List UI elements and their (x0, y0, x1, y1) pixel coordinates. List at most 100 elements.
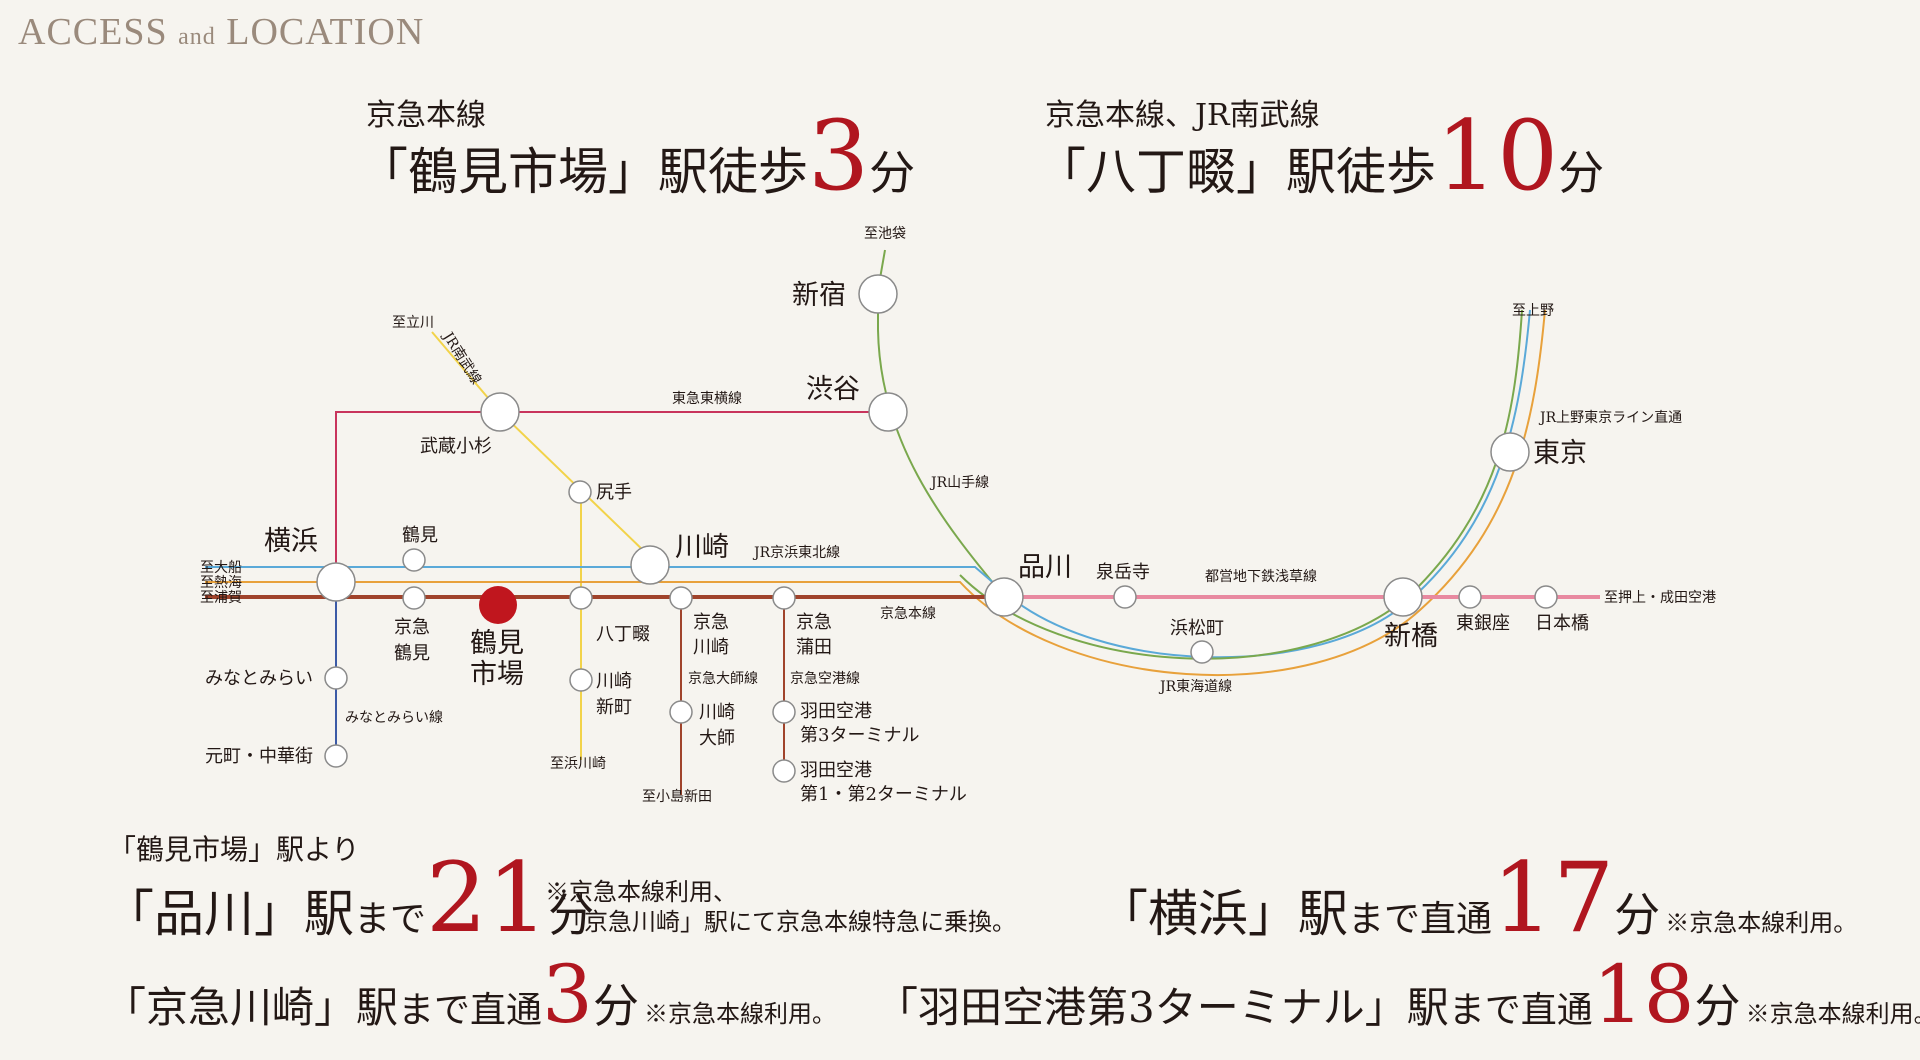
time-shinagawa: 「品川」駅まで21分 (104, 850, 594, 946)
station-keikyukamata (772, 586, 796, 610)
dir-tachikawa: 至立川 (392, 315, 434, 331)
name-haneda12-2: 第1・第2ターミナル (800, 784, 967, 805)
time-haneda-prefix: 「羽田空港第3ターミナル」駅 (876, 983, 1449, 1032)
name-keikyukawasaki-1: 京急 (693, 612, 729, 633)
time-yokohama-prefix: 「横浜」駅 (1098, 885, 1348, 943)
dir-oshiage: 至押上・成田空港 (1604, 590, 1716, 606)
name-motomachi: 元町・中華街 (205, 746, 313, 767)
name-sengakuji: 泉岳寺 (1096, 562, 1150, 583)
name-musashikosugi: 武蔵小杉 (420, 436, 492, 457)
name-minatomirai: みなとみらい (205, 668, 313, 689)
station-minatomirai (324, 666, 348, 690)
station-yokohama (316, 562, 356, 602)
name-kawasakidaishi-1: 川崎 (699, 702, 735, 723)
station-musashikosugi (480, 392, 520, 432)
name-shitte: 尻手 (596, 482, 632, 503)
time-keikyukawasaki-unit: 分 (592, 979, 639, 1033)
label-jr-keihin-tohoku: JR京浜東北線 (752, 545, 840, 561)
time-shinagawa-num: 21 (426, 842, 549, 954)
name-tsurumi: 鶴見 (402, 525, 438, 546)
name-keikyukamata-1: 京急 (796, 612, 832, 633)
title-access: ACCESS (18, 11, 168, 53)
name-yokohama: 横浜 (264, 526, 318, 557)
name-higashiginza: 東銀座 (1456, 613, 1510, 634)
time-keikyukawasaki-note: ※京急本線利用。 (644, 1000, 837, 1028)
station-shinagawa (984, 577, 1024, 617)
station-hatchonawate (569, 586, 593, 610)
label-minatomirai: みなとみらい線 (345, 710, 443, 726)
time-yokohama-made: まで直通 (1348, 899, 1493, 940)
name-tsurumiichiba-2: 市場 (470, 659, 524, 690)
label-tokyu-toyoko: 東急東横線 (672, 391, 742, 407)
headline-left-line: 京急本線 (366, 98, 486, 133)
station-tokyo (1490, 432, 1530, 472)
name-kawasakishinmachi-2: 新町 (596, 697, 632, 718)
time-yokohama: 「横浜」駅まで直通17分 ※京急本線利用。 (1098, 850, 1857, 946)
time-haneda-unit: 分 (1694, 979, 1741, 1033)
station-kawasakidaishi (669, 700, 693, 724)
dir-ueno: 至上野 (1512, 303, 1554, 319)
name-keikyu-tsurumi-2: 鶴見 (394, 643, 430, 664)
headline-left: 「鶴見市場」駅徒歩3分 (358, 108, 915, 204)
from-tsurumiichiba: 「鶴見市場」駅より (108, 833, 360, 866)
dir-ofuna: 至大船 (200, 560, 242, 576)
station-haneda3 (772, 700, 796, 724)
label-jr-yamanote: JR山手線 (929, 475, 989, 491)
name-hatchonawate: 八丁畷 (596, 624, 650, 645)
page-title: ACCESS and LOCATION (18, 10, 424, 54)
station-kawasakishinmachi (569, 668, 593, 692)
time-yokohama-num: 17 (1492, 842, 1615, 954)
name-shimbashi: 新橋 (1384, 621, 1438, 652)
title-and: and (178, 24, 216, 50)
dir-ikebukuro: 至池袋 (864, 226, 906, 242)
headline-left-prefix: 「鶴見市場」駅徒歩 (358, 143, 808, 201)
headline-right-num: 10 (1436, 100, 1559, 212)
station-shitte (568, 480, 592, 504)
name-tokyo: 東京 (1533, 438, 1587, 469)
station-shibuya (868, 392, 908, 432)
time-yokohama-unit: 分 (1614, 888, 1661, 942)
station-shimbashi (1383, 577, 1423, 617)
label-keikyu-main: 京急本線 (880, 606, 936, 622)
time-shinagawa-note1: ※京急本線利用、 (545, 878, 737, 906)
station-tsurumiichiba (479, 586, 517, 624)
name-keikyukamata-2: 蒲田 (796, 637, 832, 658)
station-haneda12 (772, 759, 796, 783)
jr-yamanote-line (877, 249, 1005, 597)
name-shinagawa: 品川 (1018, 552, 1072, 583)
name-kawasaki: 川崎 (675, 532, 729, 563)
label-keikyu-airport: 京急空港線 (790, 671, 860, 687)
headline-left-unit: 分 (869, 146, 916, 200)
station-nihombashi (1534, 585, 1558, 609)
time-shinagawa-unit: 分 (548, 888, 595, 942)
label-jr-tokaido: JR東海道線 (1158, 679, 1232, 695)
station-sengakuji (1113, 585, 1137, 609)
dir-kojimashinden: 至小島新田 (642, 789, 712, 805)
name-keikyu-tsurumi-1: 京急 (394, 617, 430, 638)
station-keikyukawasaki (669, 586, 693, 610)
name-nihombashi: 日本橋 (1535, 613, 1589, 634)
headline-right-line: 京急本線、JR南武線 (1045, 98, 1320, 133)
name-tsurumiichiba-1: 鶴見 (470, 628, 524, 659)
time-keikyukawasaki-made: まで直通 (398, 990, 543, 1031)
station-hamamatsucho (1190, 640, 1214, 664)
name-kawasakishinmachi-1: 川崎 (596, 671, 632, 692)
time-haneda-note: ※京急本線利用。 (1745, 1000, 1920, 1028)
station-shinjuku (858, 274, 898, 314)
name-hamamatsucho: 浜松町 (1170, 618, 1224, 639)
dir-uraga: 至浦賀 (200, 590, 242, 606)
label-jr-nambu: JR南武線 (439, 328, 484, 387)
station-motomachi (324, 744, 348, 768)
time-haneda-num: 18 (1592, 948, 1695, 1041)
time-shinagawa-prefix: 「品川」駅 (104, 885, 354, 943)
label-keikyu-daishi: 京急大師線 (688, 671, 758, 687)
station-higashiginza (1458, 585, 1482, 609)
label-toei-asakusa: 都営地下鉄浅草線 (1205, 569, 1317, 585)
name-haneda3-2: 第3ターミナル (800, 725, 919, 746)
time-yokohama-note: ※京急本線利用。 (1665, 909, 1858, 937)
tokyu-toyoko-line (335, 411, 890, 592)
headline-right-unit: 分 (1558, 146, 1605, 200)
time-keikyukawasaki: 「京急川崎」駅まで直通3分 ※京急本線利用。 (104, 955, 836, 1036)
name-shibuya: 渋谷 (806, 374, 860, 405)
